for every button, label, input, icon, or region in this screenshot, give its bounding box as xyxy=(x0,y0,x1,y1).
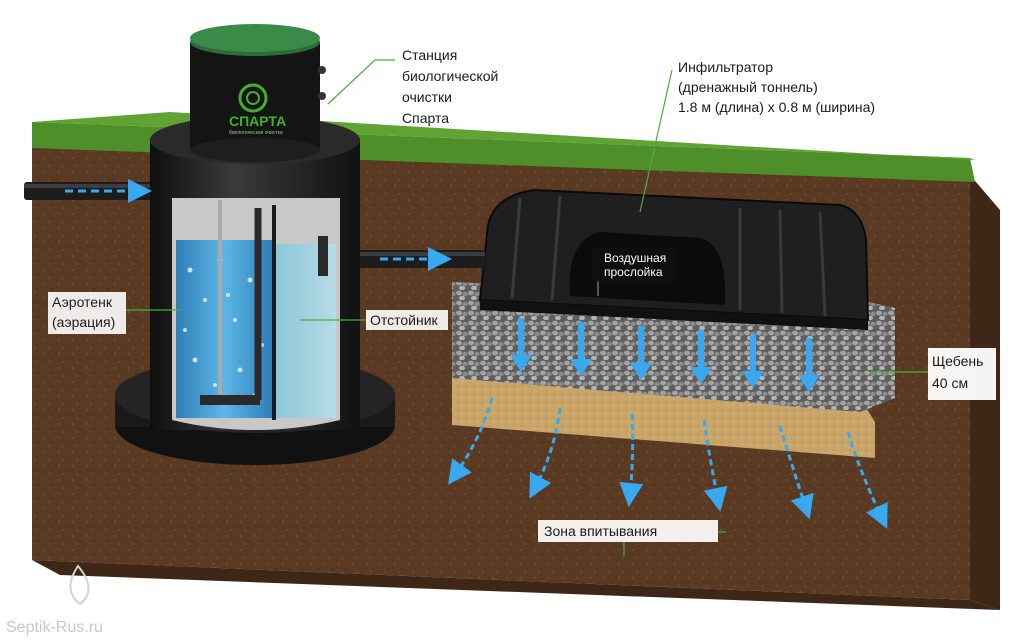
septic-station xyxy=(115,24,395,465)
gravel-flow-arrows xyxy=(510,318,820,392)
settler-label: Отстойник xyxy=(366,310,448,330)
infiltrator-label-line1: Инфильтратор xyxy=(678,59,773,75)
watermark-text: Septik-Rus.ru xyxy=(6,619,103,636)
absorption-zone-label-text: Зона впитывания xyxy=(544,523,657,539)
infiltrator-label-line3: 1.8 м (длина) х 0.8 м (ширина) xyxy=(678,99,875,115)
settler-label-text: Отстойник xyxy=(370,312,439,328)
station-label-line4: Спарта xyxy=(402,110,449,126)
air-layer-label-line2: прослойка xyxy=(604,265,663,279)
air-layer-label: Воздушная прослойка xyxy=(591,248,677,282)
station-label: Станция биологической очистки Спарта xyxy=(402,47,498,126)
aerotank-label-line1: Аэротенк xyxy=(52,294,113,310)
aerotank-label-line2: (аэрация) xyxy=(52,314,115,330)
station-label-line3: очистки xyxy=(402,89,452,105)
absorption-flow-arrows xyxy=(448,397,888,529)
infiltrator-label: Инфильтратор (дренажный тоннель) 1.8 м (… xyxy=(678,59,875,115)
outlet-pipe xyxy=(345,250,485,268)
inlet-pipe xyxy=(24,182,156,200)
air-layer-label-line1: Воздушная xyxy=(604,251,666,265)
gravel-label-line2: 40 см xyxy=(932,375,968,391)
leaf-watermark-icon xyxy=(69,564,90,606)
logo-name: СПАРТА xyxy=(229,113,286,129)
sand-layer xyxy=(452,368,875,458)
infiltrator-label-line2: (дренажный тоннель) xyxy=(678,79,818,95)
gravel-label-line1: Щебень xyxy=(932,353,983,369)
aerotank-label: Аэротенк (аэрация) xyxy=(48,292,126,334)
station-label-line2: биологической xyxy=(402,68,498,84)
gravel-label: Щебень 40 см xyxy=(928,348,996,400)
logo-tagline: биологическая очистка xyxy=(229,130,283,136)
sparta-logo xyxy=(238,83,268,113)
absorption-zone-label: Зона впитывания xyxy=(538,520,718,542)
leader-lines xyxy=(125,59,930,556)
station-label-line1: Станция xyxy=(402,47,457,63)
watermark: Septik-Rus.ru xyxy=(6,564,103,636)
